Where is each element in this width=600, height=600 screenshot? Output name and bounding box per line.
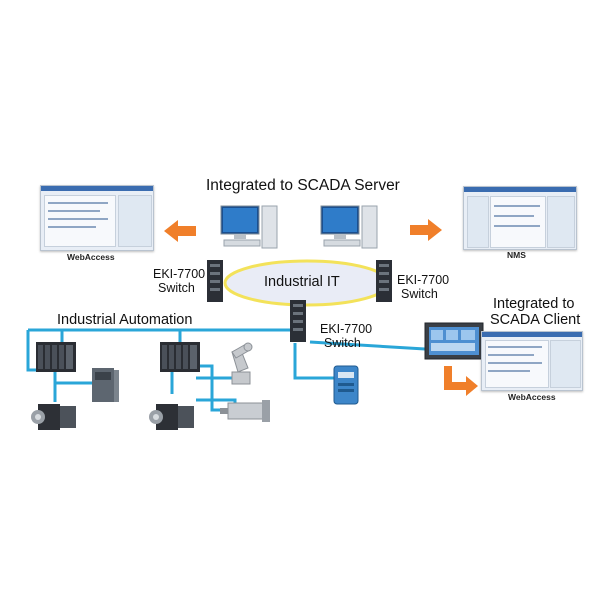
switch-center-label-line1: EKI-7700 xyxy=(320,322,373,336)
io-module-icon xyxy=(333,365,359,405)
plc-left-icon xyxy=(36,342,76,372)
pc-server-left-icon xyxy=(220,205,278,249)
mid-server-motor-link-line xyxy=(200,364,230,412)
plc-middle-icon xyxy=(160,342,200,372)
switch-left-label-line1: EKI-7700 xyxy=(153,267,206,281)
orange-arrows xyxy=(164,219,478,396)
drive-icon xyxy=(92,368,119,402)
industrial-it-label: Industrial IT xyxy=(264,274,340,290)
arrow-to-scada-client-icon xyxy=(444,366,478,396)
switch-left-icon xyxy=(207,260,223,302)
arrow-to-webaccess-icon xyxy=(164,220,196,242)
webaccess-label-right: WebAccess xyxy=(508,392,556,402)
nms-label: NMS xyxy=(507,250,526,260)
switch-right-label-line2: Switch xyxy=(401,287,438,301)
pc-server-right-icon xyxy=(320,205,378,249)
switch-right-icon xyxy=(376,260,392,302)
scada-client-title-line2: SCADA Client xyxy=(490,312,581,328)
webaccess-label-left: WebAccess xyxy=(67,252,115,262)
touch-panel-icon xyxy=(424,322,484,360)
arrow-to-nms-icon xyxy=(410,219,442,241)
servo-motor-middle-icon xyxy=(149,404,194,430)
network-links xyxy=(26,328,426,412)
servo-motor-left-icon xyxy=(31,404,76,430)
io-link-line xyxy=(293,343,336,380)
scada-server-title: Integrated to SCADA Server xyxy=(206,177,400,194)
scada-client-title-line1: Integrated to xyxy=(493,296,575,312)
robot-arm-icon xyxy=(231,342,253,385)
nms-screenshot xyxy=(463,186,577,250)
left-group-line xyxy=(26,330,38,372)
motor-icon xyxy=(220,400,270,422)
switch-center-label-line2: Switch xyxy=(324,336,361,350)
webaccess-screenshot-right xyxy=(481,331,583,391)
switch-left-label-line2: Switch xyxy=(158,281,195,295)
client-link-line xyxy=(309,340,426,351)
webaccess-screenshot-left xyxy=(40,185,154,251)
industrial-automation-title: Industrial Automation xyxy=(57,312,193,328)
switch-right-label-line1: EKI-7700 xyxy=(397,273,450,287)
switch-center-icon xyxy=(290,300,306,342)
